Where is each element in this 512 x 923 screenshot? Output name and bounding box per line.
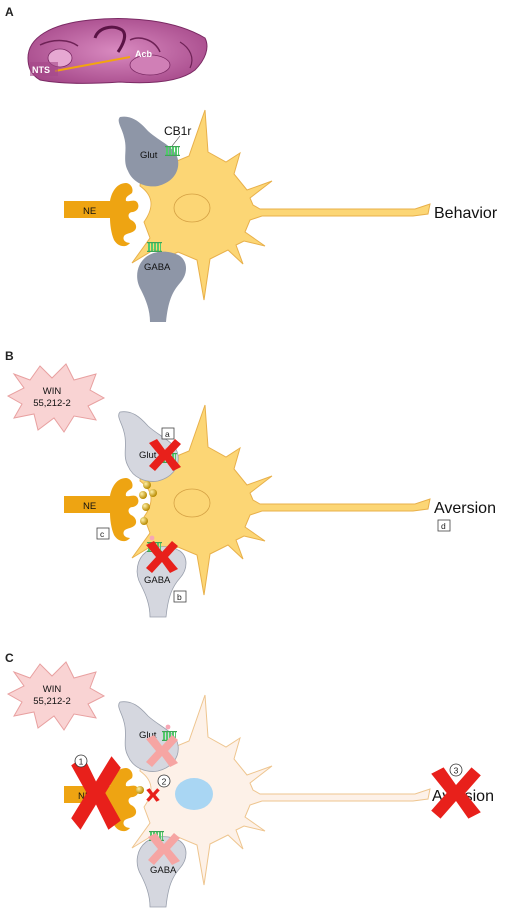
ne-label: NE: [83, 206, 96, 217]
label-box-a: [161, 427, 175, 440]
brain-label-nts: NTS: [32, 65, 50, 75]
drug-starburst: WIN 55,212-2: [6, 661, 106, 731]
drug-label-line1: WIN: [43, 684, 62, 695]
drug-starburst: WIN 55,212-2: [6, 363, 106, 433]
step-number-1: 1: [79, 757, 84, 767]
label-box-c: [96, 527, 110, 540]
cb1-receptor-icon: [147, 242, 162, 252]
panel-a: A NTS Acb Glut CB1r GABA NE Behavior: [5, 5, 498, 322]
panel-b-letter: B: [5, 349, 14, 363]
outcome-label: Behavior: [434, 205, 498, 222]
gaba-label: GABA: [144, 262, 171, 273]
label-box-b: [173, 590, 187, 603]
step-marker-3: [449, 763, 463, 777]
panel-a-letter: A: [5, 5, 14, 19]
gaba-label: GABA: [144, 575, 171, 586]
panel-c: C WIN 55,212-2 Glut GABA NE 1: [5, 651, 494, 908]
ne-vesicle-icon: [143, 481, 151, 489]
projection-line: [54, 56, 131, 72]
box-label-b: b: [177, 592, 182, 602]
cannabinoid-ligand-icon: [165, 724, 171, 730]
box-label-d: d: [441, 521, 446, 531]
neuron-nucleus: [173, 193, 211, 223]
ne-vesicle-icon: [142, 503, 150, 511]
glut-label: Glut: [139, 450, 157, 461]
outcome-label: Aversion: [434, 500, 496, 517]
cb1r-label: CB1r: [164, 124, 191, 138]
step-marker-1: [74, 754, 88, 768]
drug-label-line1: WIN: [43, 386, 62, 397]
glut-label: Glut: [140, 150, 158, 161]
brain-section-image: NTS Acb: [27, 18, 208, 84]
glut-label: Glut: [139, 730, 157, 741]
ne-terminal: [64, 183, 139, 247]
drug-label-line2: 55,212-2: [33, 696, 71, 707]
gaba-label: GABA: [150, 865, 177, 876]
panel-c-letter: C: [5, 651, 14, 665]
ne-vesicle-icon: [140, 517, 148, 525]
label-box-d: [437, 519, 451, 532]
neuron-nucleus: [175, 778, 213, 810]
step-marker-2: [157, 774, 171, 788]
brain-label-acb: Acb: [135, 49, 153, 59]
ne-vesicle-icon: [139, 491, 147, 499]
box-label-a: a: [165, 429, 170, 439]
cannabinoid-ligand-icon: [149, 535, 155, 541]
cb1-receptor-icon: [165, 146, 180, 156]
box-label-c: c: [100, 529, 105, 539]
ne-vesicle-icon: [136, 786, 144, 794]
step-number-3: 3: [454, 766, 459, 776]
drug-label-line2: 55,212-2: [33, 398, 71, 409]
step-number-2: 2: [162, 777, 167, 787]
ne-label: NE: [83, 501, 96, 512]
ne-vesicle-icon: [149, 489, 157, 497]
neuron-nucleus: [173, 488, 211, 518]
panel-b: B WIN 55,212-2 Glut a GABA b NE: [5, 349, 496, 618]
